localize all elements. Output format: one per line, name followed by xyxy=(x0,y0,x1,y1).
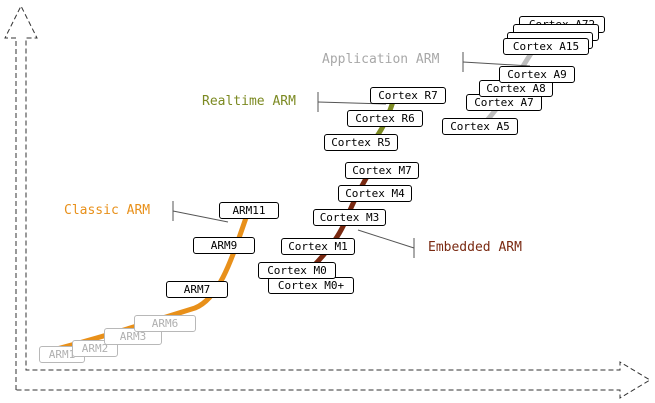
embedded-arm-label: Embedded ARM xyxy=(428,240,522,255)
cortex-m0-box: Cortex M0 xyxy=(258,262,336,279)
embedded-leader xyxy=(357,229,415,249)
application-leader xyxy=(462,61,531,67)
cortex-a15-box: Cortex A15 xyxy=(503,38,589,55)
arm7-box: ARM7 xyxy=(166,281,228,298)
arm3-box: ARM3 xyxy=(104,328,162,345)
cortex-r6-box: Cortex R6 xyxy=(347,110,423,127)
cortex-m3-box: Cortex M3 xyxy=(313,209,386,226)
cortex-m4-box: Cortex M4 xyxy=(338,185,412,202)
cortex-r7-box: Cortex R7 xyxy=(370,87,446,104)
cortex-m1-box: Cortex M1 xyxy=(281,238,355,255)
y-axis-arrow xyxy=(4,4,651,399)
cortex-a9-box: Cortex A9 xyxy=(499,66,575,83)
application-arm-label: Application ARM xyxy=(322,52,440,67)
cortex-m7-box: Cortex M7 xyxy=(345,162,419,179)
arm2-box: ARM2 xyxy=(72,340,118,357)
arm9-box: ARM9 xyxy=(193,237,255,254)
axes xyxy=(4,4,651,399)
classic-leader xyxy=(172,210,229,223)
arm11-box: ARM11 xyxy=(219,202,279,219)
classic-arm-label: Classic ARM xyxy=(64,203,151,218)
cortex-m0plus-box: Cortex M0+ xyxy=(268,277,354,294)
classic-arm-curve xyxy=(42,209,251,355)
realtime-arm-label: Realtime ARM xyxy=(202,94,296,109)
leader-lines xyxy=(172,52,531,258)
cortex-r5-box: Cortex R5 xyxy=(324,134,398,151)
arm6-box: ARM6 xyxy=(134,315,196,332)
cortex-a5-box: Cortex A5 xyxy=(442,118,518,135)
